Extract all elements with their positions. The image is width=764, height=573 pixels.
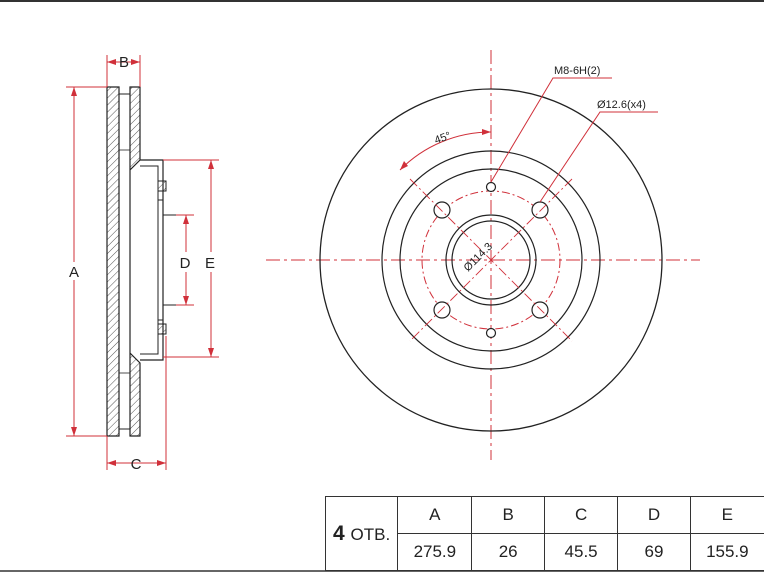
front-view [266,50,700,460]
label-d: D [180,255,191,272]
label-b: B [119,54,129,71]
value-b: 26 [471,533,545,571]
spec-table: 4 ОТВ. A B C D E 275.9 26 45.5 69 155.9 [324,496,764,571]
pcd-label: Ø114.3 [462,241,495,274]
spec-value-row: 275.9 26 45.5 69 155.9 [326,533,764,571]
label-a: A [69,264,79,281]
value-d: 69 [617,533,691,571]
dimension-arrows [71,59,214,466]
header-d: D [617,496,691,534]
value-a: 275.9 [397,533,473,571]
holes-unit: ОТВ. [350,524,391,544]
hole-label: Ø12.6(x4) [597,99,646,111]
header-c: C [543,496,619,534]
header-b: B [471,496,545,534]
side-view [106,86,176,437]
value-e: 155.9 [689,533,764,571]
header-a: A [397,496,473,534]
holes-cell: 4 ОТВ. [324,496,399,571]
thread-label: M8-6H(2) [554,65,600,77]
label-e: E [205,255,215,272]
frame-border-top [0,0,764,2]
holes-count: 4 [333,521,345,545]
side-view-dimensions [66,55,219,470]
value-c: 45.5 [543,533,619,571]
angle-label: 45° [433,130,453,147]
header-e: E [689,496,764,534]
label-c: C [131,456,142,473]
spec-header-row: 4 ОТВ. A B C D E [324,496,764,571]
